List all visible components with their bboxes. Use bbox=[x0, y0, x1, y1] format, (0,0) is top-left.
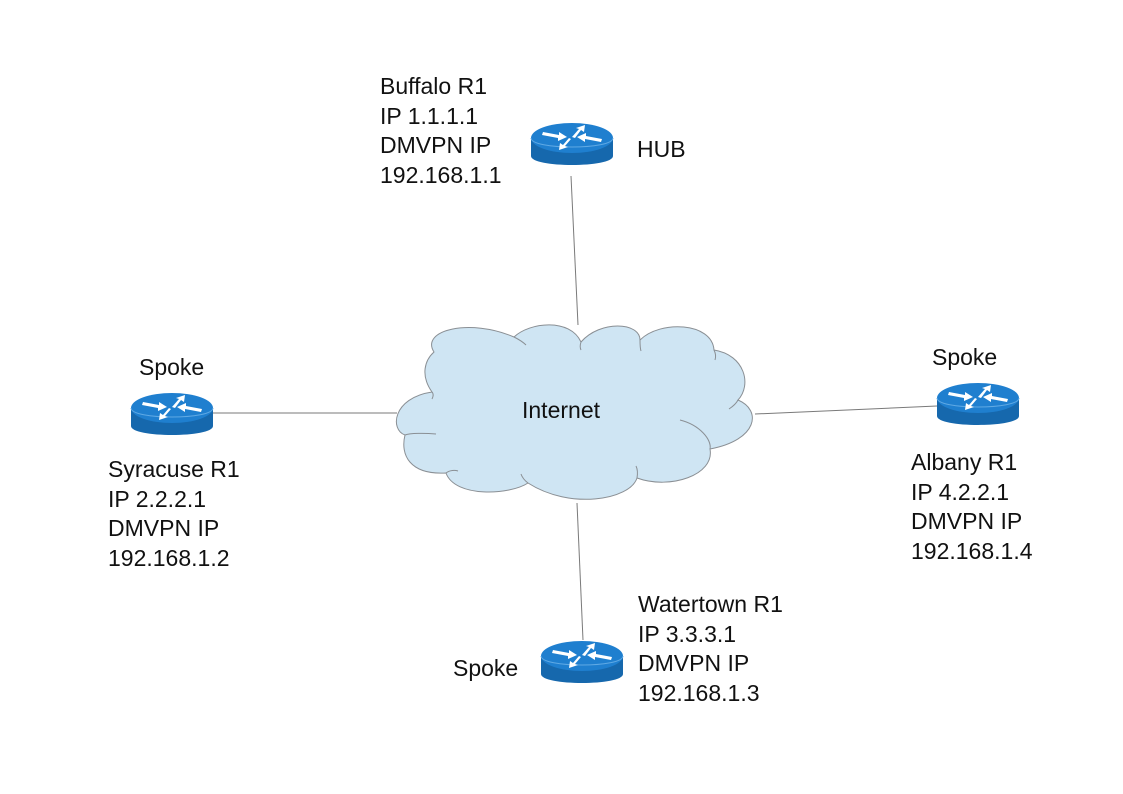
node-label-albany: Albany R1 IP 4.2.2.1 DMVPN IP 192.168.1.… bbox=[911, 448, 1033, 566]
node-label-watertown: Watertown R1 IP 3.3.3.1 DMVPN IP 192.168… bbox=[638, 590, 783, 708]
node-ip: IP 1.1.1.1 bbox=[380, 102, 479, 129]
link-buffalo-internet bbox=[570, 175, 579, 326]
node-name: Watertown R1 bbox=[638, 591, 783, 617]
node-name: Buffalo R1 bbox=[380, 73, 487, 99]
node-dmvpn-caption: DMVPN IP bbox=[380, 132, 492, 158]
internet-cloud bbox=[396, 324, 753, 500]
node-dmvpn-caption: DMVPN IP bbox=[911, 508, 1023, 534]
link-albany-internet bbox=[754, 405, 938, 415]
node-label-syracuse: Syracuse R1 IP 2.2.2.1 DMVPN IP 192.168.… bbox=[108, 455, 240, 573]
node-name: Albany R1 bbox=[911, 449, 1018, 475]
router-icon-buffalo[interactable] bbox=[530, 122, 614, 166]
node-dmvpn-ip: 192.168.1.1 bbox=[380, 161, 502, 188]
role-label-albany: Spoke bbox=[932, 344, 998, 370]
node-dmvpn-ip: 192.168.1.2 bbox=[108, 544, 230, 571]
node-name: Syracuse R1 bbox=[108, 456, 240, 482]
link-watertown-internet bbox=[576, 502, 584, 641]
router-icon-albany[interactable] bbox=[936, 382, 1020, 426]
node-ip: IP 3.3.3.1 bbox=[638, 620, 737, 647]
node-dmvpn-ip: 192.168.1.3 bbox=[638, 679, 760, 706]
role-label-buffalo: HUB bbox=[637, 136, 686, 162]
node-dmvpn-ip: 192.168.1.4 bbox=[911, 537, 1033, 564]
node-ip: IP 2.2.2.1 bbox=[108, 485, 207, 512]
node-ip: IP 4.2.2.1 bbox=[911, 478, 1010, 505]
router-icon-watertown[interactable] bbox=[540, 640, 624, 684]
node-dmvpn-caption: DMVPN IP bbox=[638, 650, 750, 676]
node-dmvpn-caption: DMVPN IP bbox=[108, 515, 220, 541]
router-icon-syracuse[interactable] bbox=[130, 392, 214, 436]
internet-label: Internet bbox=[522, 397, 600, 423]
role-label-syracuse: Spoke bbox=[139, 354, 205, 380]
role-label-watertown: Spoke bbox=[453, 655, 519, 681]
node-label-buffalo: Buffalo R1 IP 1.1.1.1 DMVPN IP 192.168.1… bbox=[380, 72, 502, 190]
